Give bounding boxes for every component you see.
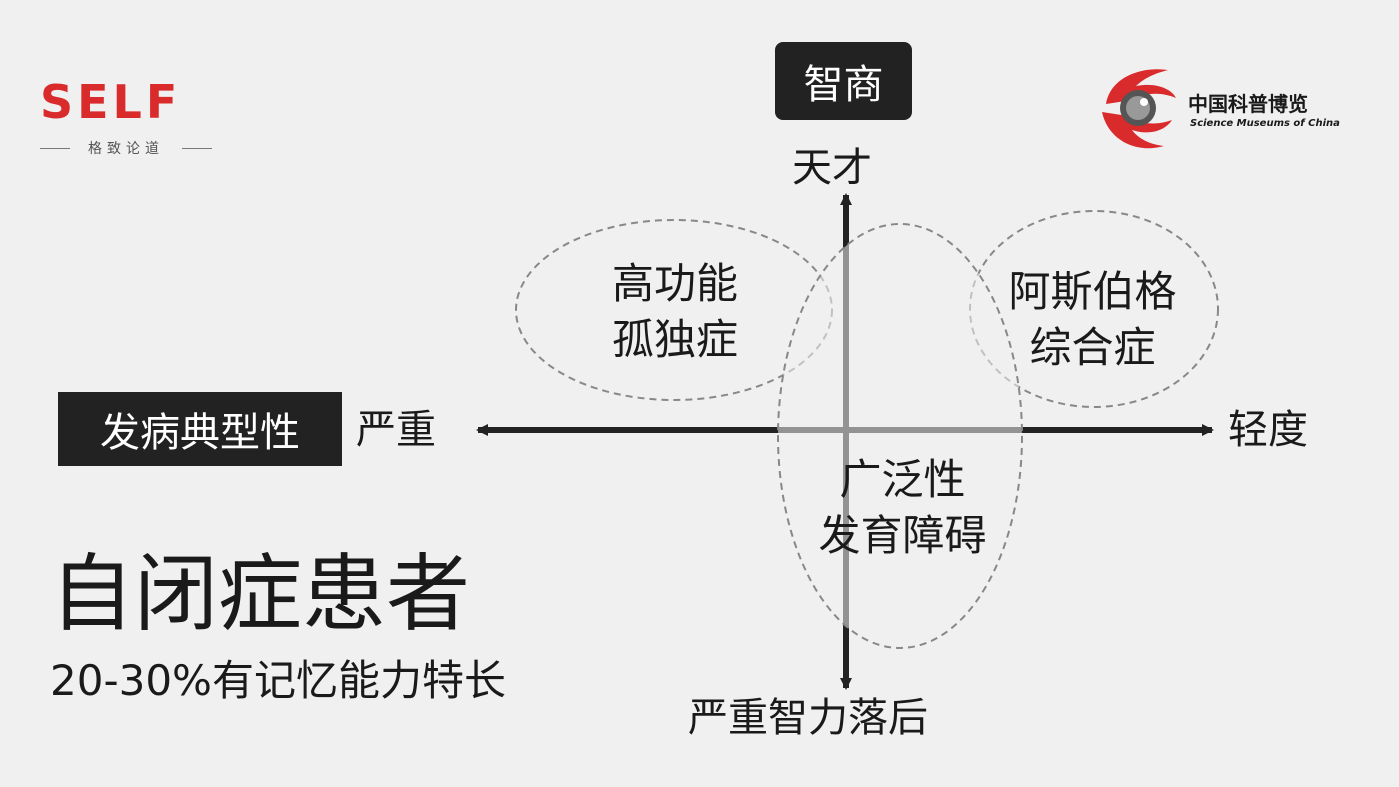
bottom-axis-label: 严重智力落后 — [688, 695, 928, 741]
self-wordmark: SELF — [40, 75, 182, 129]
asperger-line2: 综合症 — [1029, 323, 1156, 372]
self-tagline-row: 格致论道 — [40, 136, 212, 160]
pdd-ellipse — [777, 223, 1023, 649]
museum-name: 中国科普博览 — [1188, 92, 1308, 116]
main-title: 自闭症患者 — [50, 545, 471, 643]
self-tagline: 格致论道 — [88, 141, 164, 157]
high-functioning-line1: 高功能 — [611, 259, 738, 308]
asperger-line1: 阿斯伯格 — [1008, 267, 1177, 316]
eye-emblem-icon — [1102, 69, 1176, 149]
museum-english-name: Science Museums of China — [1190, 118, 1340, 129]
science-museums-logo: 中国科普博览 Science Museums of China — [1092, 60, 1392, 160]
tagline-rule-right — [182, 147, 212, 149]
high-functioning-line2: 孤独症 — [611, 315, 738, 364]
iq-axis-title: 智商 — [775, 42, 912, 120]
left-axis-label: 严重 — [356, 407, 436, 453]
pervasive-developmental-disorder-label: 广泛性 发育障碍 — [790, 452, 1015, 564]
pdd-line1: 广泛性 — [839, 455, 966, 504]
typicality-axis-title: 发病典型性 — [58, 392, 342, 466]
top-axis-label: 天才 — [792, 145, 872, 191]
high-functioning-autism-label: 高功能 孤独症 — [575, 256, 775, 368]
subtitle: 20-30%有记忆能力特长 — [50, 656, 506, 705]
self-logo: SELF 格致论道 — [40, 76, 212, 166]
right-axis-label: 轻度 — [1228, 407, 1308, 453]
asperger-syndrome-label: 阿斯伯格 综合症 — [980, 264, 1205, 376]
pdd-line2: 发育障碍 — [818, 511, 987, 560]
tagline-rule-left — [40, 147, 70, 149]
